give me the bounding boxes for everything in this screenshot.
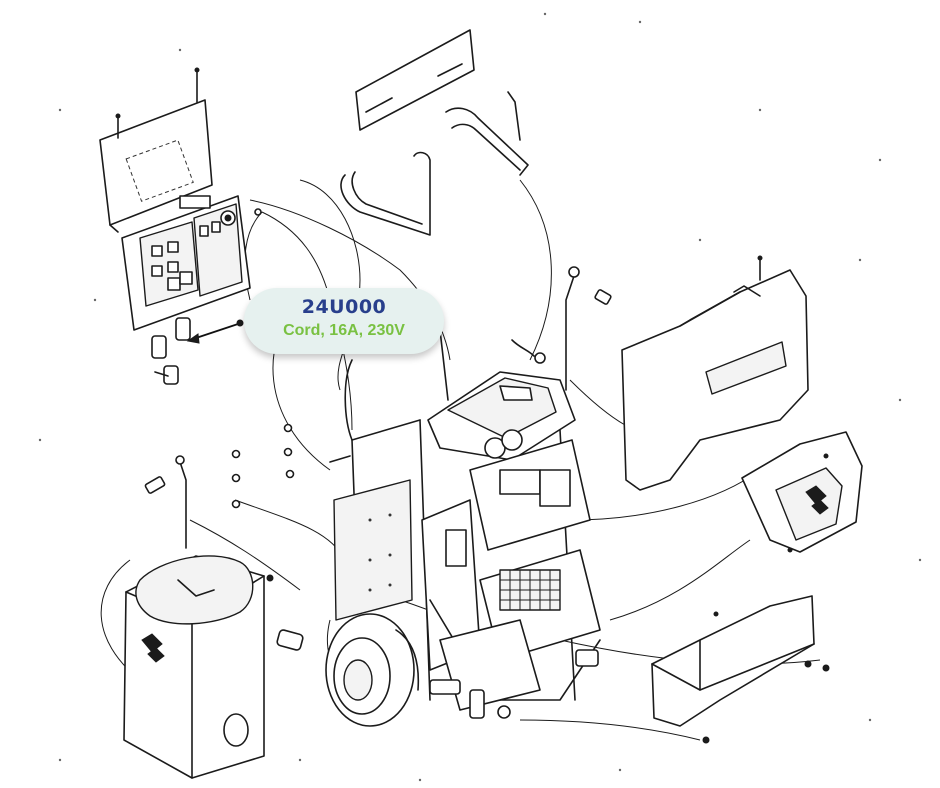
heater-grid xyxy=(499,569,561,611)
graco-logo-icon-tank xyxy=(141,633,165,663)
power-cord-plug xyxy=(151,317,244,385)
gauge-sensor-tube xyxy=(511,266,612,391)
cart-wheel xyxy=(325,613,420,727)
graco-logo-icon-front xyxy=(805,485,829,515)
control-box-cover xyxy=(99,67,213,233)
top-shroud-cover xyxy=(621,255,809,491)
reactor-main-unit xyxy=(421,371,601,711)
part-description-label: Cord, 16A, 230V xyxy=(283,322,405,339)
control-panel xyxy=(121,195,262,331)
part-number-label: 24U000 xyxy=(301,296,387,318)
handle-bracket xyxy=(355,29,475,131)
background-dots xyxy=(38,12,922,782)
fluid-tank xyxy=(123,455,304,779)
pump-fittings xyxy=(429,649,599,719)
front-logo-shroud xyxy=(741,431,863,553)
part-callout: 24U000 Cord, 16A, 230V xyxy=(244,288,444,354)
mounting-screws xyxy=(231,423,351,509)
heater-enclosure xyxy=(651,595,830,744)
cart-handle xyxy=(340,91,529,236)
